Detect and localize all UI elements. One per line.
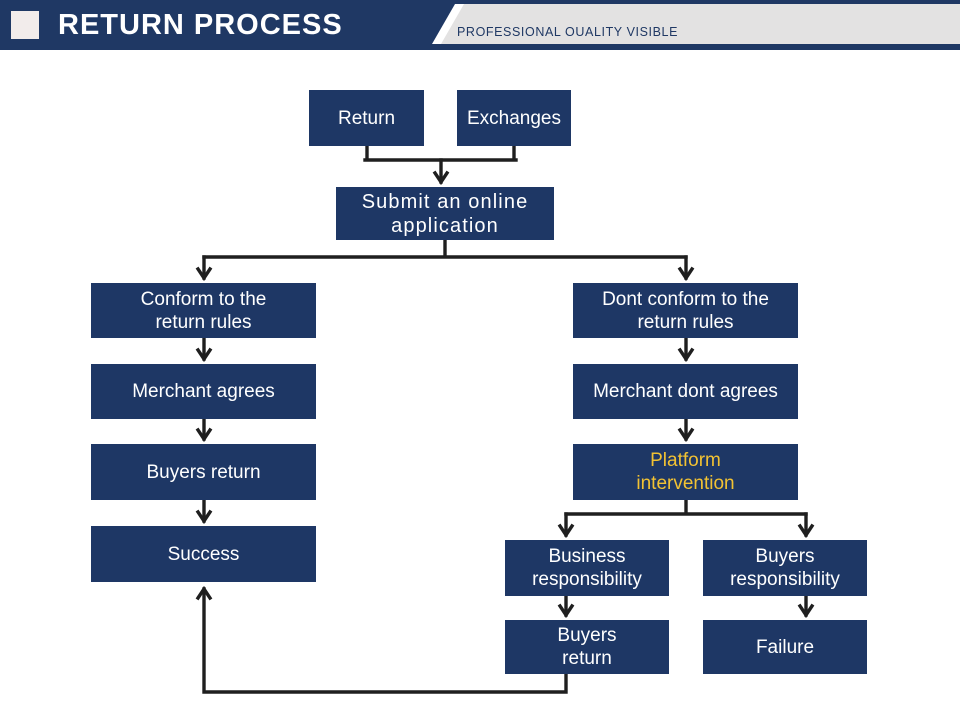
node-business-responsibility: Business responsibility [505,540,669,596]
page-title: RETURN PROCESS [58,9,343,41]
tagline-ribbon [441,4,960,44]
edge-submit-split [202,238,688,259]
node-success: Success [91,526,316,582]
edge-platform-split [564,498,808,516]
node-buyers-return-2: Buyers return [505,620,669,674]
accent-square [11,11,39,39]
edge-merge-return-exchanges [363,144,518,162]
node-merchant-agrees: Merchant agrees [91,364,316,419]
tagline-text: PROFESSIONAL OUALITY VISIBLE [457,25,679,39]
header-bar: RETURN PROCESS PROFESSIONAL OUALITY VISI… [0,0,960,50]
node-return: Return [309,90,424,146]
node-submit-application: Submit an online application [336,187,554,240]
node-conform-rules: Conform to the return rules [91,283,316,338]
node-buyers-return: Buyers return [91,444,316,500]
node-platform-intervention: Platform intervention [573,444,798,500]
node-failure: Failure [703,620,867,674]
node-merchant-dont-agrees: Merchant dont agrees [573,364,798,419]
node-buyers-responsibility: Buyers responsibility [703,540,867,596]
node-dont-conform-rules: Dont conform to the return rules [573,283,798,338]
node-exchanges: Exchanges [457,90,571,146]
